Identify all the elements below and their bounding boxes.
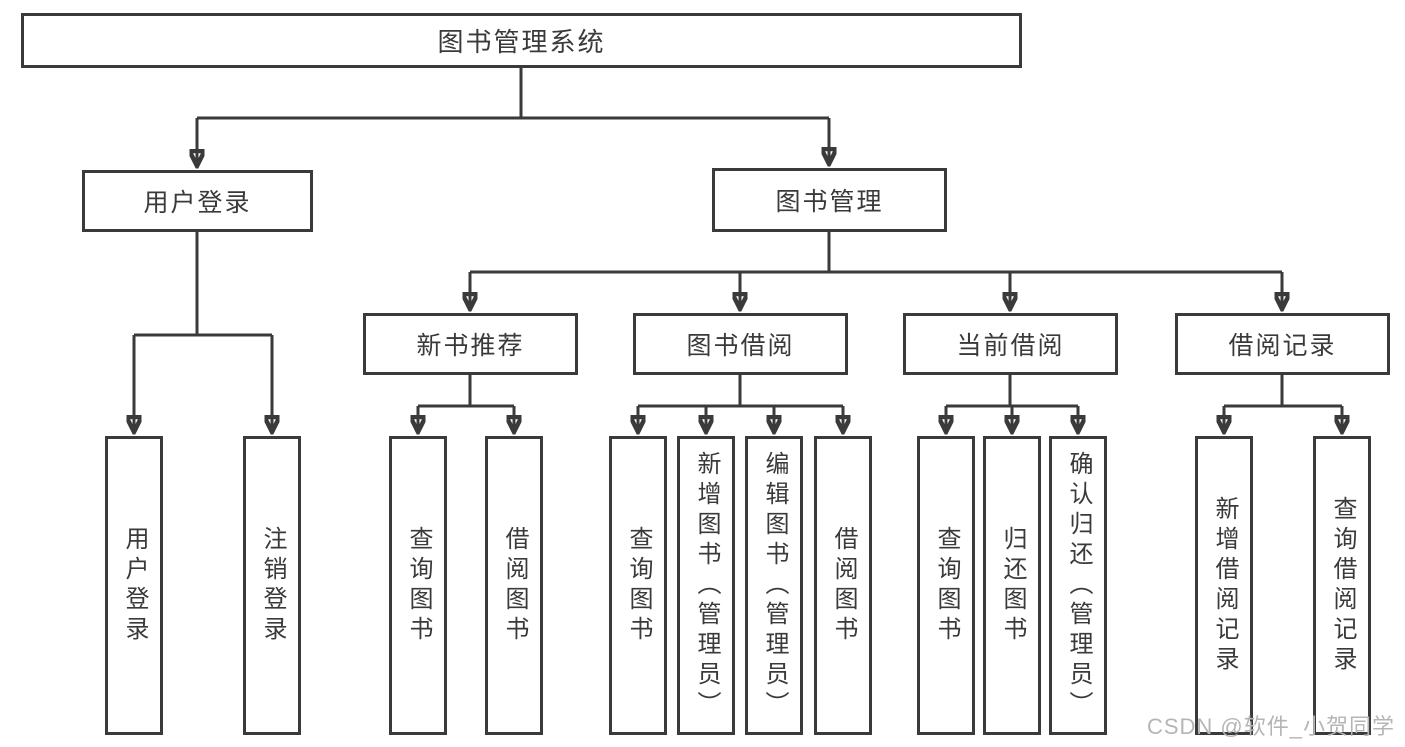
node-new-book-recommendation: 新书推荐 [363, 313, 578, 375]
leaf-edit-book-admin: 编辑图书（管理员） [745, 436, 803, 735]
node-library-management-system: 图书管理系统 [21, 13, 1022, 68]
leaf-add-book-admin: 新增图书（管理员） [677, 436, 735, 735]
leaf-logout: 注销登录 [243, 436, 301, 735]
leaf-user-login: 用户登录 [105, 436, 163, 735]
node-book-borrowing: 图书借阅 [633, 313, 848, 375]
node-borrowing-records: 借阅记录 [1175, 313, 1390, 375]
leaf-add-borrow-record: 新增借阅记录 [1195, 436, 1253, 735]
leaf-query-books-recommend: 查询图书 [389, 436, 447, 735]
leaf-borrow-books-recommend: 借阅图书 [485, 436, 543, 735]
leaf-confirm-return-admin: 确认归还（管理员） [1049, 436, 1107, 735]
node-book-management: 图书管理 [712, 168, 947, 232]
node-user-login: 用户登录 [82, 170, 313, 232]
leaf-return-book: 归还图书 [983, 436, 1041, 735]
leaf-query-books-current: 查询图书 [917, 436, 975, 735]
leaf-query-books-borrow: 查询图书 [609, 436, 667, 735]
csdn-watermark: CSDN @软件_小贺同学 [1146, 714, 1395, 739]
leaf-query-borrow-record: 查询借阅记录 [1313, 436, 1371, 735]
node-current-borrowing: 当前借阅 [903, 313, 1118, 375]
leaf-borrow-books: 借阅图书 [814, 436, 872, 735]
